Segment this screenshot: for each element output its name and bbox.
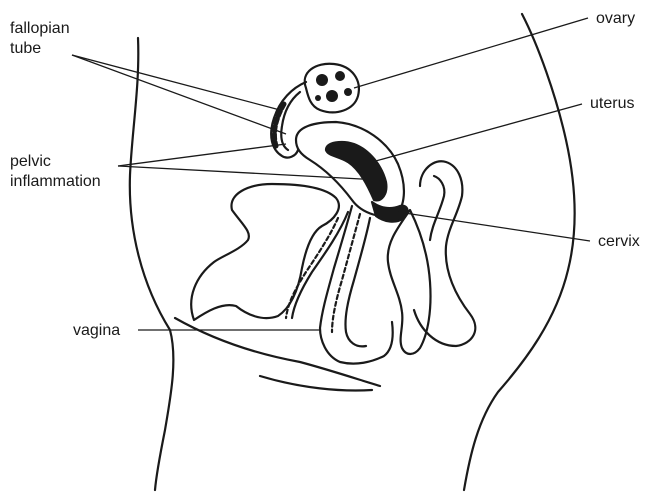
leader-ovary	[354, 18, 588, 88]
label-fallopian-tube-line2: tube	[10, 39, 70, 59]
leader-fallopian-2	[72, 55, 286, 134]
vagina-wall-right	[345, 218, 370, 346]
uterine-cavity	[326, 142, 386, 200]
body-outline-right	[464, 14, 575, 490]
uterus-outer	[296, 122, 404, 216]
ovary-follicles	[315, 71, 352, 102]
label-ovary: ovary	[596, 9, 635, 29]
rectum	[388, 210, 431, 354]
leader-uterus	[372, 104, 582, 162]
leader-pelvic-1	[118, 144, 286, 166]
leader-pelvic-2	[118, 166, 380, 180]
cervix	[372, 202, 407, 222]
bladder	[191, 184, 339, 320]
leader-cervix	[398, 212, 590, 241]
leader-fallopian-1	[72, 55, 280, 110]
label-fallopian-tube-line1: fallopian	[10, 19, 70, 39]
ovary-outline	[305, 64, 359, 113]
body-outline-left	[130, 38, 174, 490]
label-pelvic-inflammation-line1: pelvic	[10, 152, 101, 172]
label-vagina: vagina	[73, 321, 120, 341]
pelvis-contour	[175, 318, 380, 386]
fallopian-tube-inner	[281, 92, 300, 150]
colon-fold	[430, 176, 444, 240]
label-fallopian-tube: fallopian tube	[10, 19, 70, 59]
urethra-inner	[286, 218, 338, 318]
label-pelvic-inflammation: pelvic inflammation	[10, 152, 101, 192]
label-pelvic-inflammation-line2: inflammation	[10, 172, 101, 192]
label-cervix: cervix	[598, 232, 640, 252]
label-uterus: uterus	[590, 94, 634, 114]
